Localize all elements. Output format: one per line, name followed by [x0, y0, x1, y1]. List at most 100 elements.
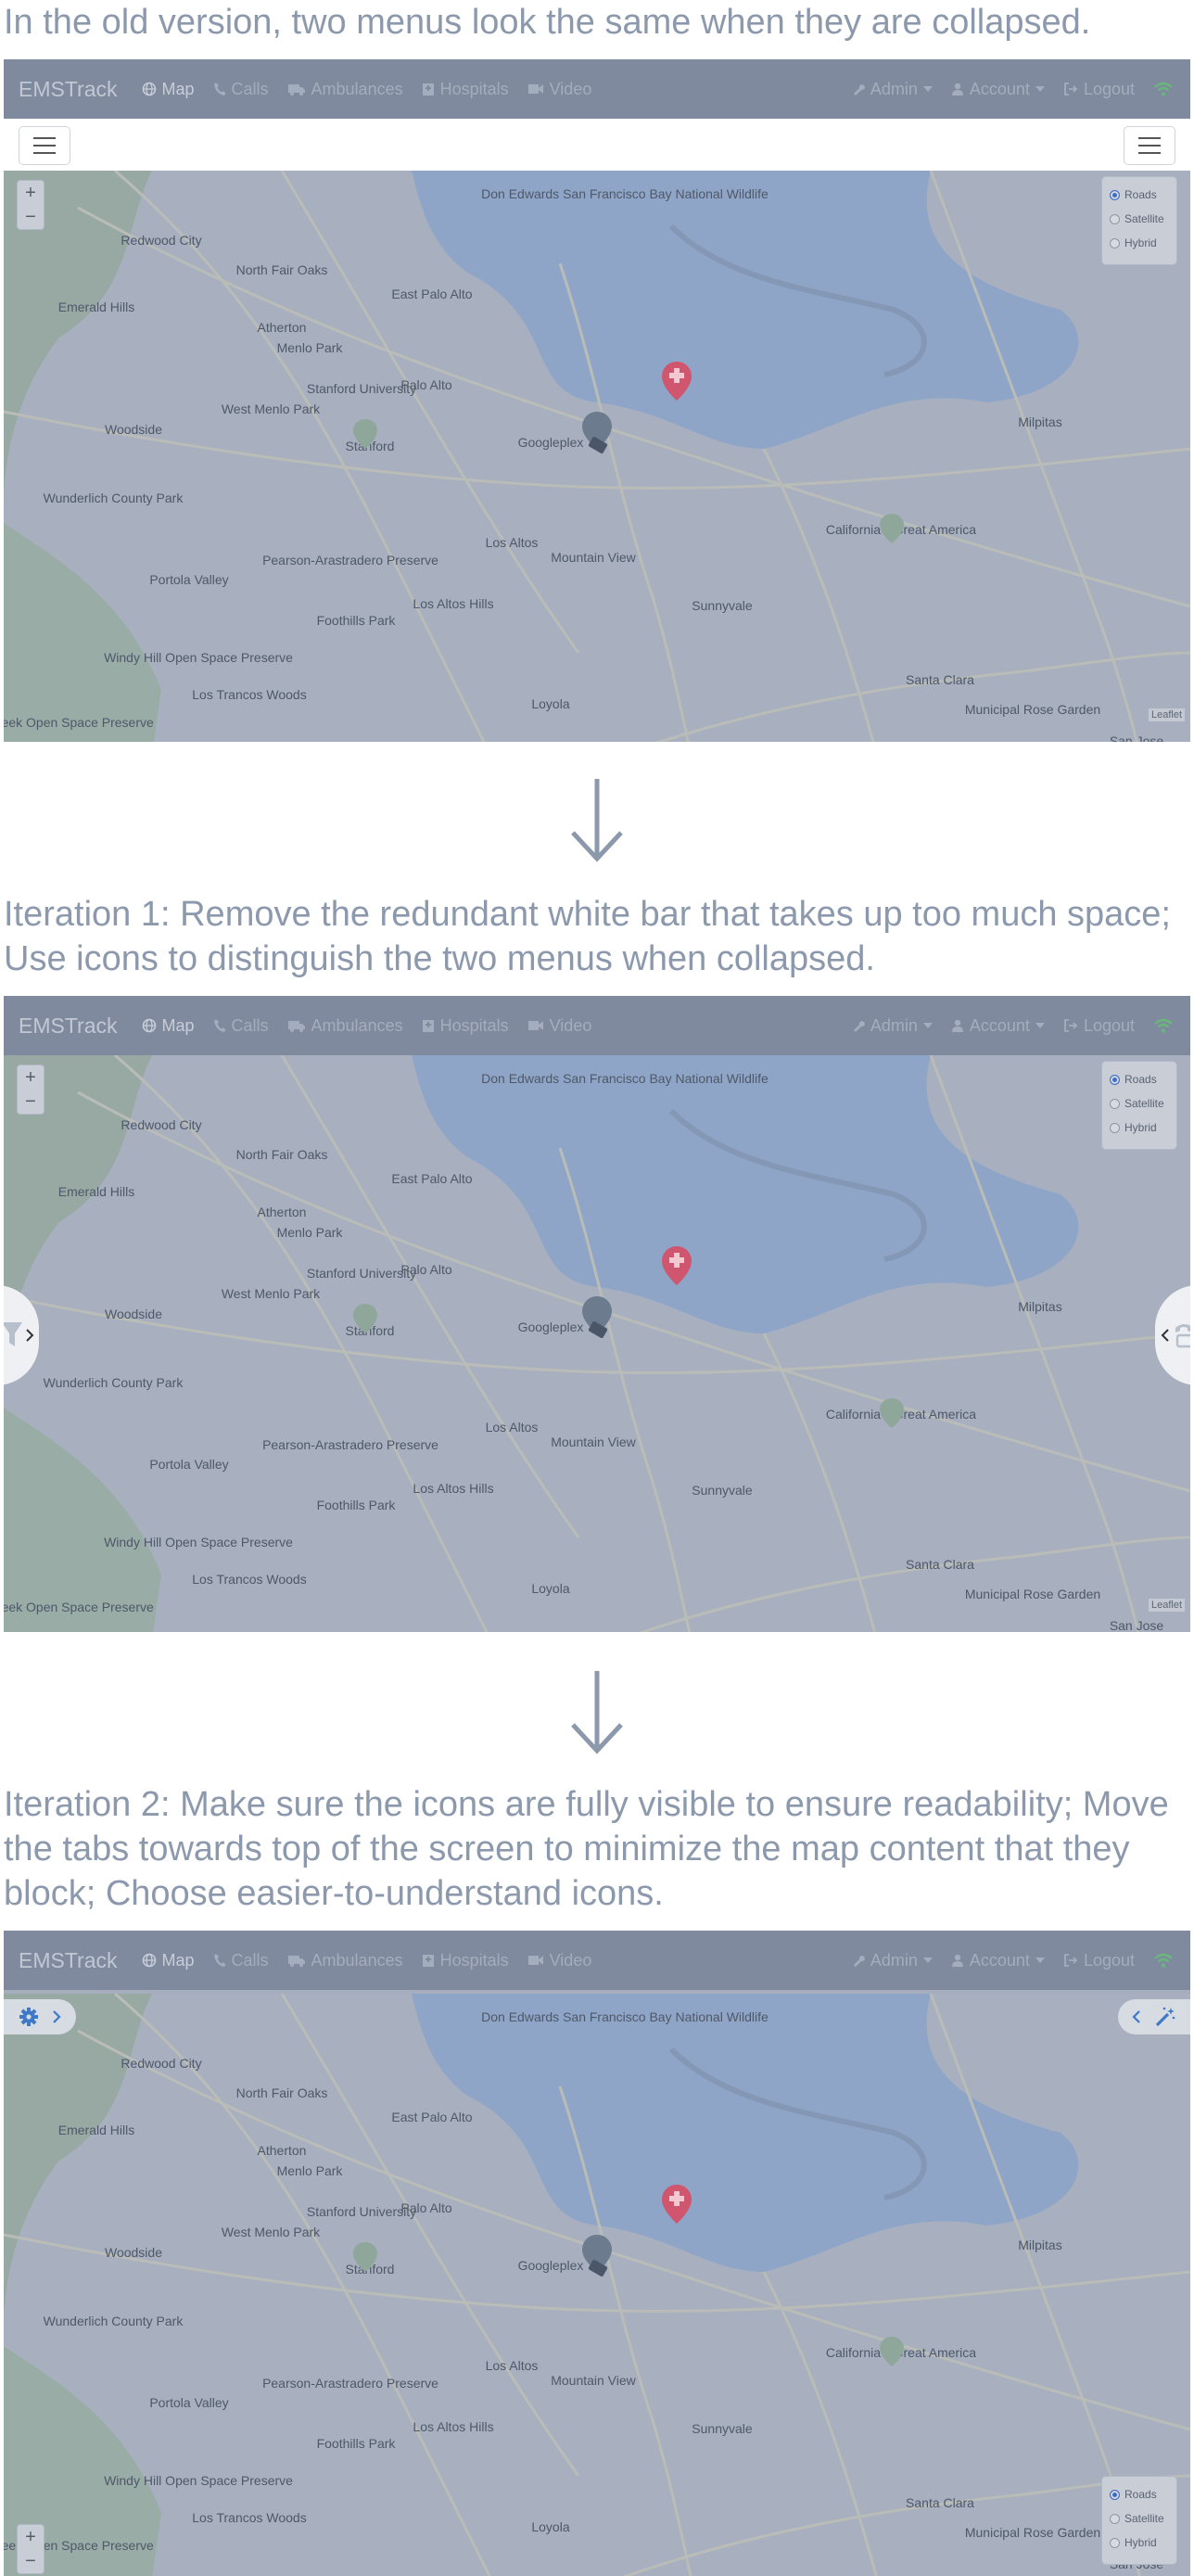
nav-admin-label: Admin: [870, 79, 918, 98]
nav-calls[interactable]: Calls: [213, 1951, 269, 1970]
layer-option-hybrid[interactable]: Hybrid: [1110, 231, 1176, 255]
map-place-label: Woodside: [105, 1307, 162, 1321]
nav-map[interactable]: Map: [142, 1016, 195, 1036]
nav-admin-label: Admin: [870, 1015, 918, 1035]
nav-account[interactable]: Account: [951, 1016, 1045, 1036]
road: [114, 1994, 491, 2576]
nav-hospitals-label: Hospitals: [439, 1015, 509, 1035]
brand[interactable]: EMSTrack: [19, 1013, 118, 1038]
layer-option-satellite[interactable]: Satellite: [1110, 1091, 1176, 1116]
map-place-label: Mountain View: [551, 1435, 636, 1449]
nav-account[interactable]: Account: [951, 80, 1045, 99]
bay-water: [412, 1994, 1079, 2272]
layer-label: Satellite: [1124, 1097, 1164, 1110]
radio-satellite[interactable]: [1110, 213, 1120, 224]
radio-roads[interactable]: [1110, 1074, 1120, 1085]
radio-hybrid[interactable]: [1110, 2537, 1120, 2548]
nav-ambulances[interactable]: Ambulances: [287, 1016, 403, 1036]
layer-option-hybrid[interactable]: Hybrid: [1110, 1116, 1176, 1140]
left-menu-tab[interactable]: [4, 1999, 76, 2034]
zoom-in-button[interactable]: +: [25, 2527, 36, 2547]
map-place-label: Wunderlich County Park: [44, 1375, 184, 1390]
radio-satellite[interactable]: [1110, 1098, 1120, 1109]
funnel-icon: [4, 1322, 22, 1346]
zoom-in-button[interactable]: +: [25, 183, 36, 203]
nav-admin[interactable]: Admin: [852, 1016, 933, 1036]
nav-logout[interactable]: Logout: [1063, 1951, 1135, 1970]
nav-video[interactable]: Video: [527, 80, 591, 99]
map-place-label: Don Edwards San Francisco Bay National W…: [481, 2009, 768, 2024]
layer-option-roads[interactable]: Roads: [1110, 183, 1176, 207]
hills-area: [4, 1408, 161, 1632]
map-place-label: Los Altos Hills: [413, 2419, 493, 2434]
layer-option-hybrid[interactable]: Hybrid: [1110, 2531, 1176, 2555]
nav-ambulances[interactable]: Ambulances: [287, 80, 403, 99]
hospital-icon: [422, 1020, 434, 1032]
ambulance-marker-icon[interactable]: [582, 1296, 612, 1333]
zoom-control: +−: [17, 2524, 44, 2574]
layer-option-satellite[interactable]: Satellite: [1110, 207, 1176, 231]
ambulance-icon: [287, 84, 305, 96]
map-place-label: Santa Clara: [906, 2495, 974, 2510]
nav-logout[interactable]: Logout: [1063, 1016, 1135, 1036]
layer-option-satellite[interactable]: Satellite: [1110, 2506, 1176, 2531]
sign-out-icon: [1064, 1019, 1078, 1032]
nav-ambulances[interactable]: Ambulances: [287, 1951, 403, 1970]
layer-option-roads[interactable]: Roads: [1110, 2482, 1176, 2506]
map-place-label: Emerald Hills: [58, 1184, 134, 1199]
zoom-in-button[interactable]: +: [25, 1067, 36, 1088]
radio-hybrid[interactable]: [1110, 237, 1120, 249]
nav-logout-label: Logout: [1083, 1950, 1135, 1970]
map-place-label: East Palo Alto: [391, 1171, 472, 1186]
nav-video-label: Video: [549, 1015, 592, 1035]
map-attribution[interactable]: Leaflet: [1148, 708, 1185, 721]
nav-hospitals[interactable]: Hospitals: [422, 80, 509, 99]
nav-map[interactable]: Map: [142, 1951, 195, 1970]
map-place-label: Menlo Park: [277, 340, 344, 355]
map-attribution[interactable]: Leaflet: [1148, 1599, 1185, 1612]
zoom-out-button[interactable]: −: [25, 2551, 36, 2571]
road: [4, 1294, 1190, 1375]
zoom-out-button[interactable]: −: [25, 1091, 36, 1112]
nav-admin[interactable]: Admin: [852, 80, 933, 99]
zoom-out-button[interactable]: −: [25, 207, 36, 227]
bay-water: [412, 1055, 1079, 1333]
nav-logout[interactable]: Logout: [1063, 80, 1135, 99]
radio-roads[interactable]: [1110, 2489, 1120, 2500]
gear-icon: [19, 2008, 38, 2026]
right-menu-tab[interactable]: [1118, 1999, 1190, 2034]
ambulance-marker-icon[interactable]: [582, 2235, 612, 2272]
nav-video[interactable]: Video: [527, 1951, 591, 1970]
map-place-label: Foothills Park: [317, 613, 397, 628]
nav-hospitals[interactable]: Hospitals: [422, 1951, 509, 1970]
left-menu-toggler[interactable]: [19, 126, 70, 165]
nav-calls[interactable]: Calls: [213, 80, 269, 99]
radio-satellite[interactable]: [1110, 2513, 1120, 2524]
map-place-label: Emerald Hills: [58, 2123, 134, 2137]
nav-admin[interactable]: Admin: [852, 1951, 933, 1970]
down-arrow-icon: [571, 1671, 623, 1754]
radio-roads[interactable]: [1110, 189, 1120, 200]
right-menu-toggler[interactable]: [1124, 126, 1175, 165]
layer-option-roads[interactable]: Roads: [1110, 1067, 1176, 1091]
nav-video[interactable]: Video: [527, 1015, 592, 1036]
map-place-label: North Fair Oaks: [236, 262, 328, 277]
brand[interactable]: EMSTrack: [19, 76, 118, 101]
brand[interactable]: EMSTrack: [19, 1947, 118, 1972]
caption-iteration-1: Iteration 1: Remove the redundant white …: [4, 895, 1171, 978]
road: [929, 171, 1138, 742]
nav-calls[interactable]: Calls: [213, 1016, 269, 1036]
radio-hybrid[interactable]: [1110, 1122, 1120, 1133]
map-place-label: Woodside: [105, 422, 162, 437]
nav-map[interactable]: Map: [142, 80, 195, 99]
ambulance-marker-icon[interactable]: [582, 412, 612, 449]
road: [4, 410, 1190, 491]
nav-account[interactable]: Account: [951, 1951, 1045, 1970]
sign-out-icon: [1064, 83, 1078, 96]
nav-hospitals[interactable]: Hospitals: [422, 1016, 509, 1036]
map-place-label: West Menlo Park: [222, 402, 321, 416]
